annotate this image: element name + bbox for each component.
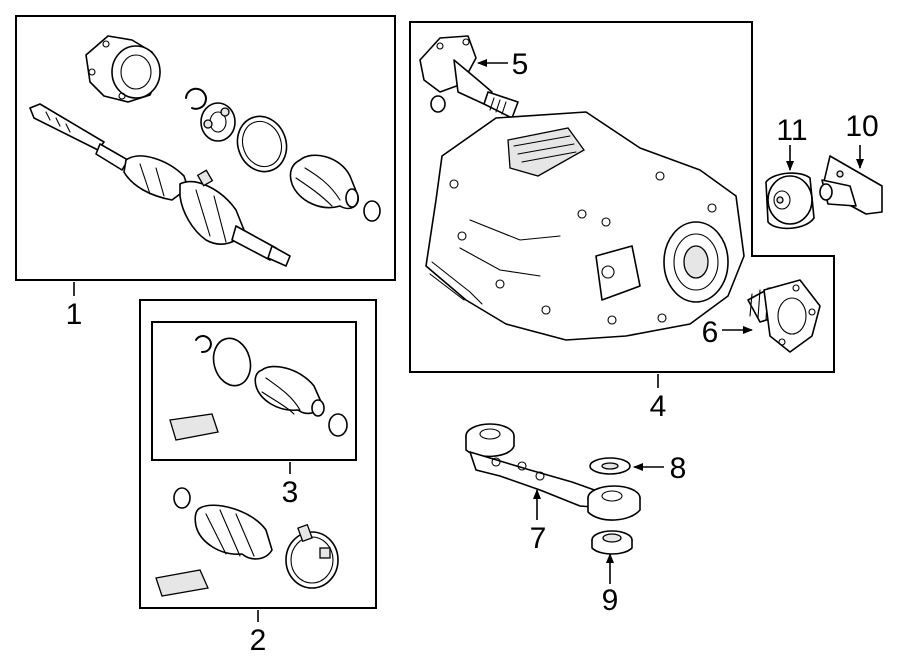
boot-kit-frame: [139, 299, 377, 609]
differential-housing[interactable]: [425, 111, 745, 341]
kit-snap-ring[interactable]: [195, 335, 212, 354]
callout-5: 5: [512, 48, 529, 81]
outer-kit-clamp[interactable]: [285, 523, 339, 589]
callout-3: 3: [282, 476, 299, 509]
kit-grease-packet[interactable]: [169, 413, 219, 441]
mount-bracket[interactable]: [819, 155, 883, 215]
kit-inner-boot[interactable]: [254, 365, 325, 417]
mount-bushing[interactable]: [765, 172, 815, 230]
inner-joint-housing[interactable]: [85, 35, 161, 103]
axle-shaft-frame: [15, 15, 396, 281]
side-flange[interactable]: [747, 279, 821, 353]
kit-small-clamp[interactable]: [328, 413, 348, 437]
outer-kit-grease-packet[interactable]: [155, 569, 209, 597]
outer-boot[interactable]: [289, 154, 360, 210]
kit-clamp-ring[interactable]: [208, 334, 255, 390]
callout-8: 8: [670, 452, 687, 485]
boot-kit-group: [139, 299, 377, 609]
snap-ring[interactable]: [185, 87, 207, 110]
input-flange[interactable]: [419, 35, 519, 119]
upper-washer[interactable]: [589, 457, 631, 475]
callout-7: 7: [530, 522, 547, 555]
callout-9: 9: [602, 584, 619, 617]
callout-4: 4: [650, 390, 667, 423]
callout-2: 2: [250, 624, 267, 657]
lower-cushion[interactable]: [591, 530, 633, 555]
outer-kit-small-clamp[interactable]: [173, 487, 191, 509]
outer-kit-boot[interactable]: [194, 504, 273, 560]
axle-shaft[interactable]: [29, 103, 291, 267]
inner-boot-kit-frame: [151, 321, 357, 461]
axle-shaft-group: [15, 15, 396, 281]
differential-frame: [409, 21, 835, 373]
boot-clamp[interactable]: [230, 109, 294, 178]
callout-10: 10: [845, 110, 878, 143]
callout-6: 6: [702, 316, 719, 349]
bearing-cage[interactable]: [200, 102, 236, 142]
callout-1: 1: [66, 298, 83, 331]
callout-11: 11: [776, 114, 807, 147]
differential-group: [409, 21, 835, 373]
support-bracket[interactable]: [465, 423, 641, 521]
small-clamp[interactable]: [363, 200, 381, 222]
